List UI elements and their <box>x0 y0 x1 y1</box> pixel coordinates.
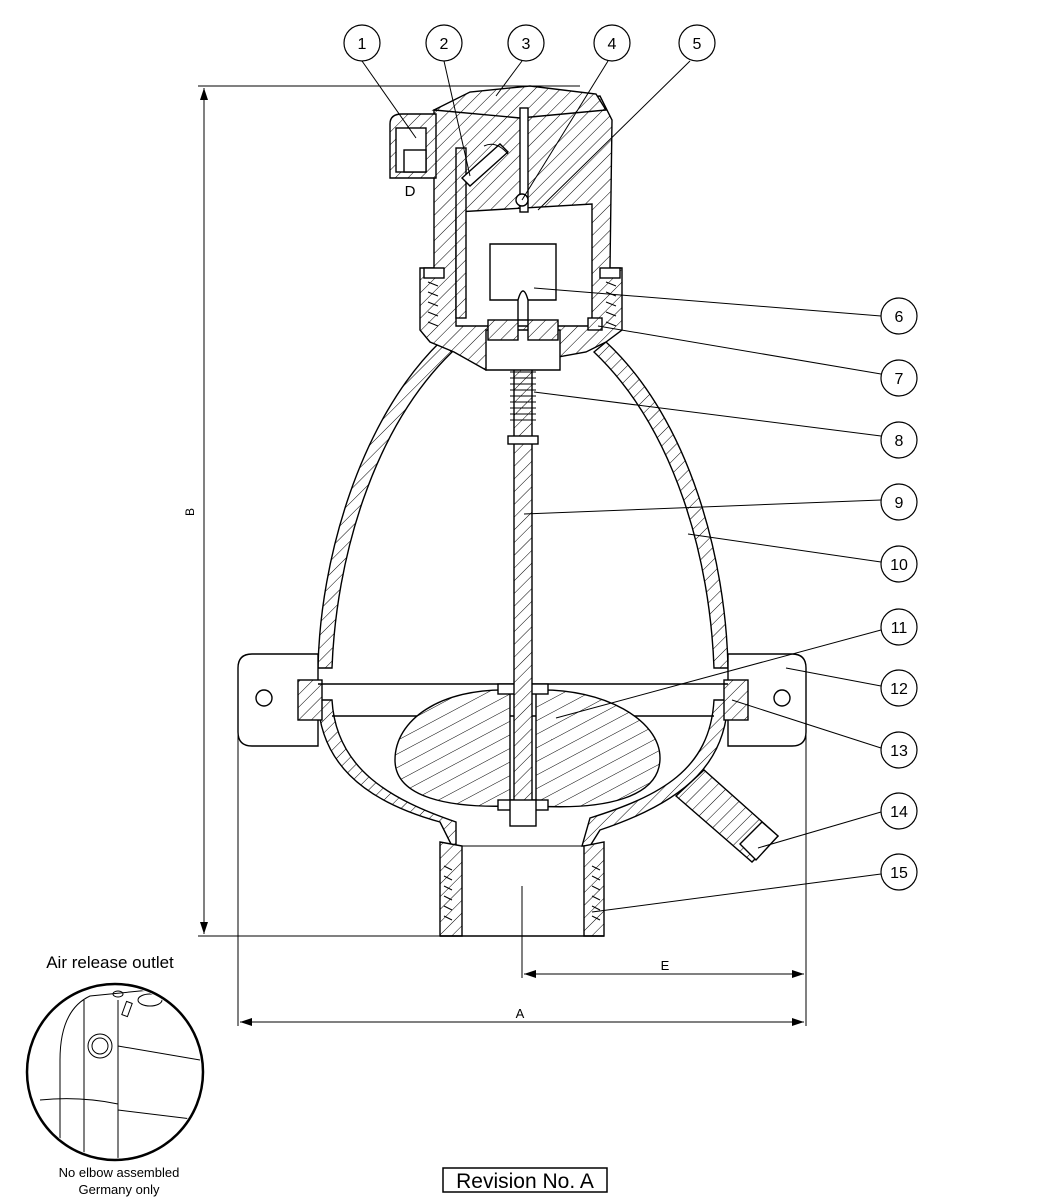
svg-text:12: 12 <box>890 681 908 698</box>
balloon-1: 1 <box>343 24 381 62</box>
revision-box: Revision No. A <box>442 1167 608 1193</box>
dimension-b-label: B <box>183 508 197 516</box>
svg-text:13: 13 <box>890 743 908 760</box>
dimension-lines <box>198 85 807 1026</box>
drain-valve <box>674 769 780 863</box>
balloon-8: 8 <box>880 421 918 459</box>
dimension-e-label: E <box>661 958 670 973</box>
svg-text:3: 3 <box>522 36 531 53</box>
balloon-3: 3 <box>507 24 545 62</box>
balloon-10: 10 <box>880 545 918 583</box>
stem <box>507 359 539 827</box>
upper-housing <box>389 85 623 371</box>
svg-text:8: 8 <box>895 433 904 450</box>
svg-text:15: 15 <box>890 865 908 882</box>
inset-note-line2: Germany only <box>79 1182 160 1197</box>
balloon-14: 14 <box>880 792 918 830</box>
svg-text:6: 6 <box>895 309 904 326</box>
svg-text:2: 2 <box>440 36 449 53</box>
balloon-6: 6 <box>880 297 918 335</box>
svg-text:7: 7 <box>895 371 904 388</box>
balloon-2: 2 <box>425 24 463 62</box>
balloon-7: 7 <box>880 359 918 397</box>
balloon-5: 5 <box>678 24 716 62</box>
inset-title: Air release outlet <box>46 953 174 972</box>
balloon-13: 13 <box>880 731 918 769</box>
inset-note-line1: No elbow assembled <box>59 1165 180 1180</box>
svg-text:9: 9 <box>895 495 904 512</box>
balloon-11: 11 <box>880 608 918 646</box>
revision-label: Revision No. A <box>456 1170 594 1193</box>
svg-text:5: 5 <box>693 36 702 53</box>
flange-bolt-hole-right <box>773 689 791 707</box>
dimension-d-label: D <box>405 183 416 200</box>
dimension-a-label: A <box>516 1006 525 1021</box>
valve-body <box>237 341 807 937</box>
flange-bolt-hole-left <box>255 689 273 707</box>
leader-lines <box>361 60 882 913</box>
svg-text:10: 10 <box>890 557 908 574</box>
balloon-4: 4 <box>593 24 631 62</box>
svg-text:4: 4 <box>608 36 617 53</box>
svg-text:14: 14 <box>890 804 908 821</box>
air-release-outlet-inset <box>25 982 205 1162</box>
svg-text:1: 1 <box>358 36 367 53</box>
balloon-12: 12 <box>880 669 918 707</box>
balloon-9: 9 <box>880 483 918 521</box>
balloon-15: 15 <box>880 853 918 891</box>
svg-text:11: 11 <box>891 620 908 637</box>
